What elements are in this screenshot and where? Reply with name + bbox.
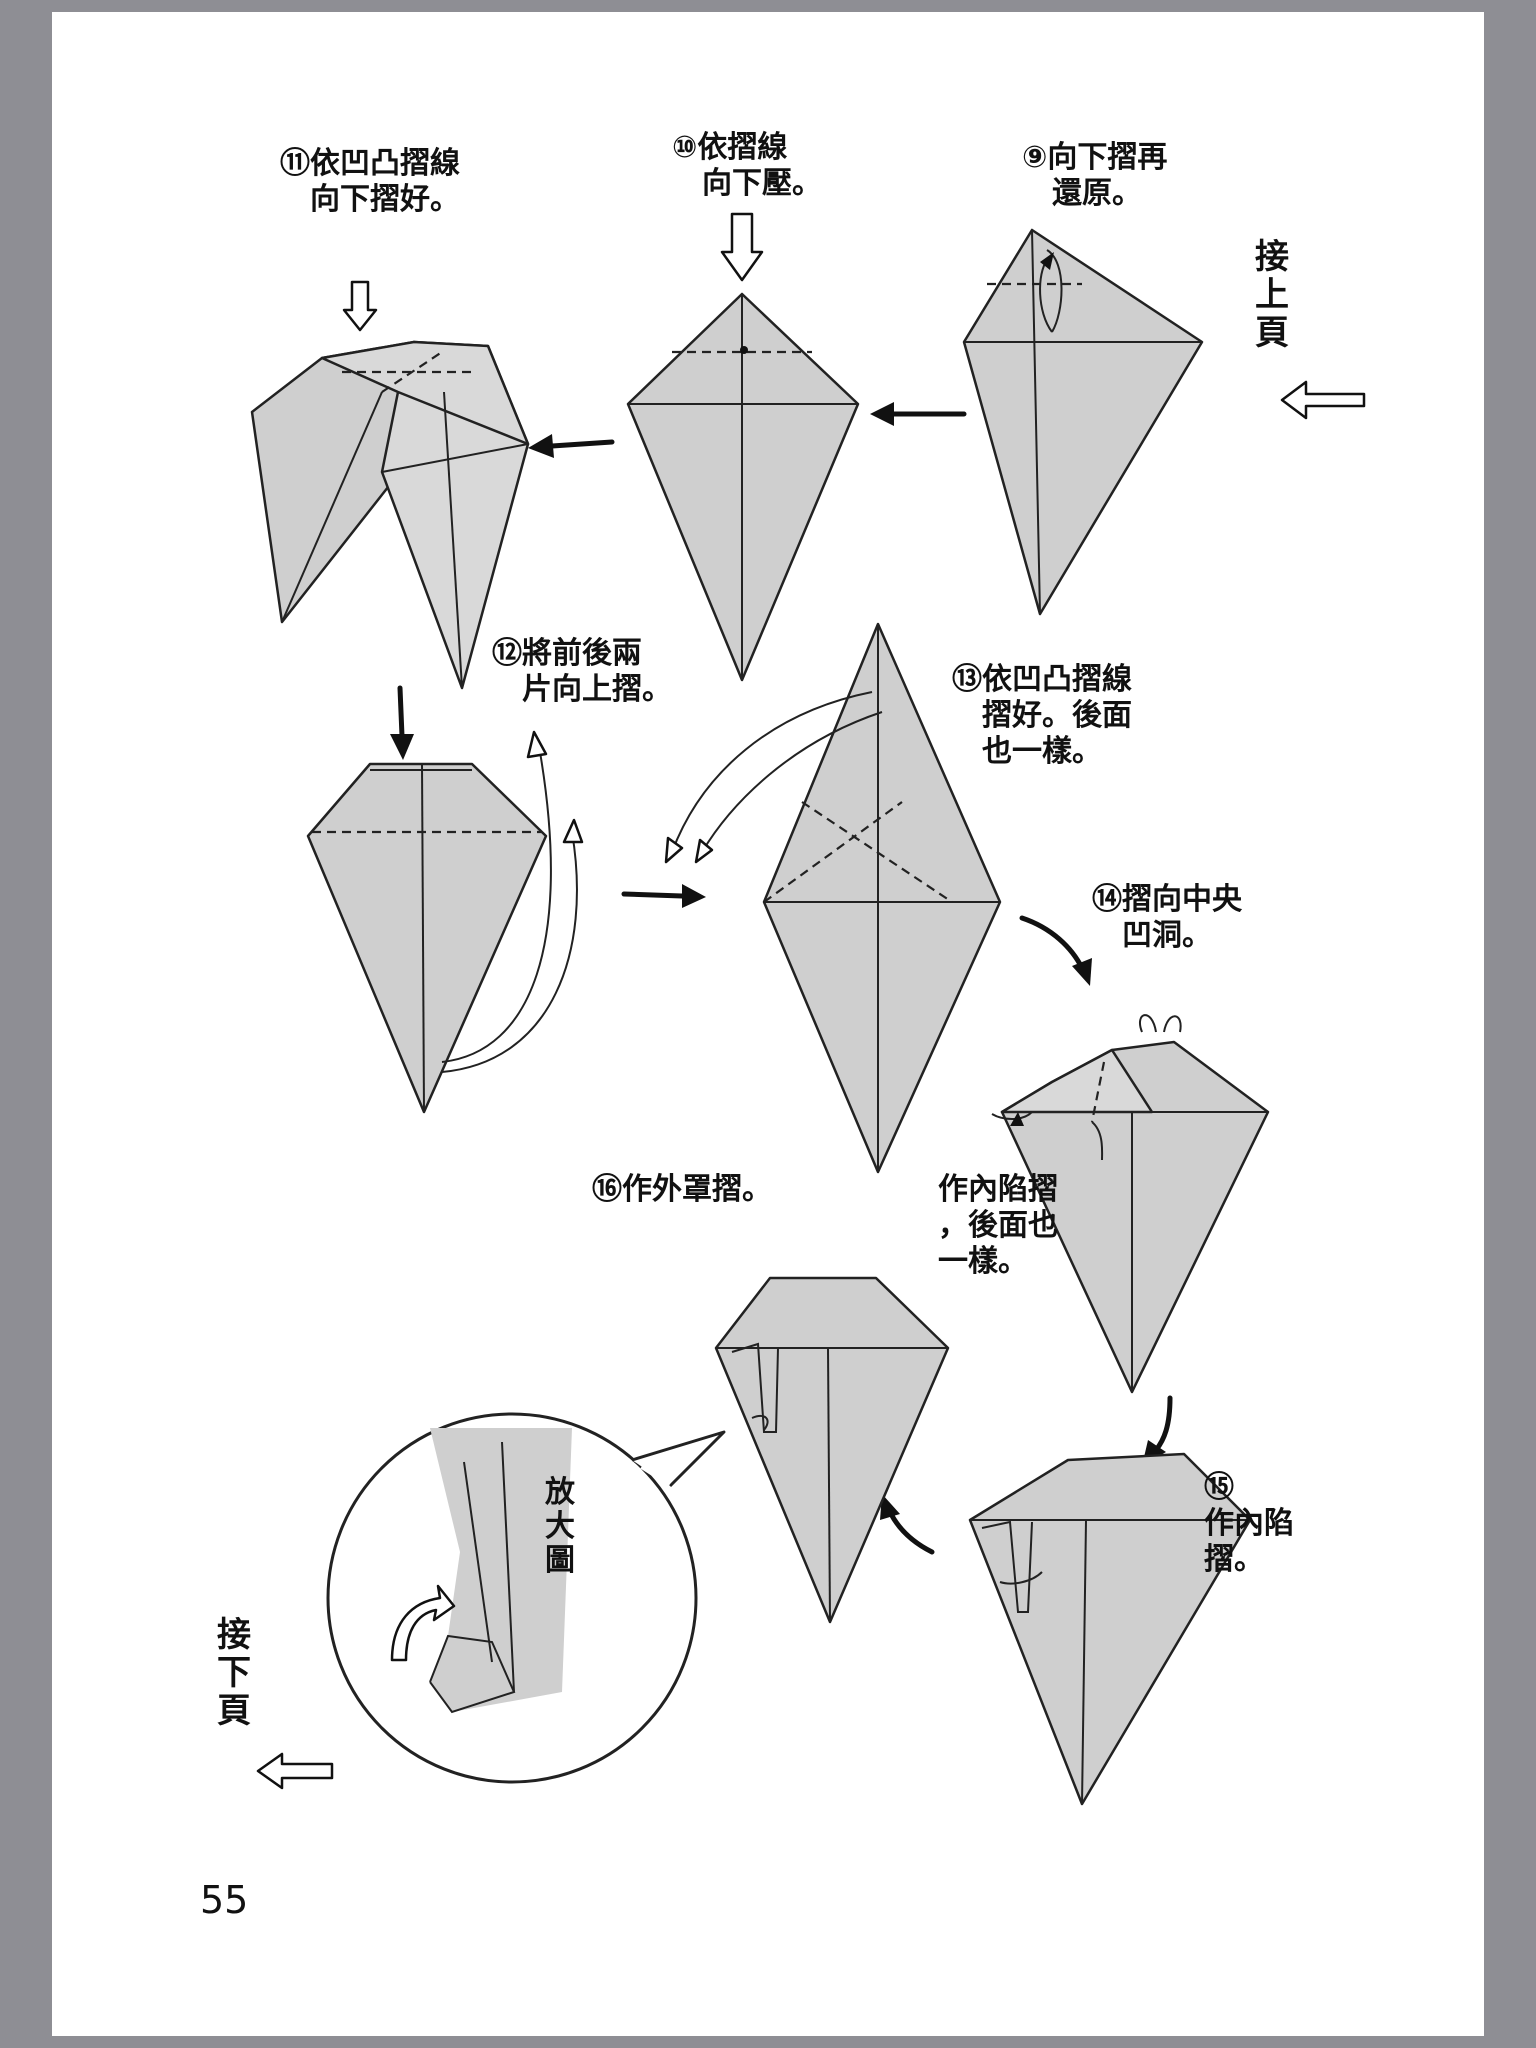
step-15-figure — [968, 1452, 1252, 1806]
step-13-figure — [664, 622, 1002, 1174]
hollow-arrow-down-icon — [720, 212, 764, 282]
continued-to-label: 接下頁 — [217, 1615, 251, 1731]
step-10-caption: ⑩依摺線 向下壓。 — [672, 130, 822, 201]
arrow-12-to-13 — [621, 884, 706, 908]
arrow-13-to-14 — [1019, 915, 1092, 986]
step-16-figure — [714, 1276, 950, 1624]
step-15-caption: ⑮ 作內陷 摺。 — [1204, 1470, 1294, 1577]
step-14-figure — [991, 1014, 1270, 1394]
zoom-circle — [326, 1412, 726, 1784]
step-13-caption: ⑬依凹凸摺線 摺好。後面 也一樣。 — [952, 662, 1132, 769]
step-14-caption: ⑭摺向中央 凹洞。 — [1092, 882, 1242, 953]
step-9-figure — [962, 228, 1204, 616]
zoom-label: 放大圖 — [545, 1475, 575, 1578]
step-10-figure — [626, 212, 860, 682]
step-9-caption: ⑨向下摺再 還原。 — [1022, 140, 1168, 211]
arrow-10-to-11 — [528, 434, 615, 458]
step-12-figure — [306, 730, 584, 1114]
continued-from-label: 接上頁 — [1255, 237, 1289, 353]
page-number: 55 — [200, 1878, 249, 1922]
step-16-caption: ⑯作外罩摺。 — [592, 1172, 772, 1207]
hollow-arrow-left-icon — [256, 1752, 334, 1790]
arrow-11-to-12 — [390, 685, 414, 760]
step-12-caption: ⑫將前後兩 片向上摺。 — [492, 636, 672, 707]
hollow-arrow-left-icon — [1280, 380, 1366, 420]
hollow-arrow-down-icon — [342, 280, 378, 332]
inner-fold-note: 作內陷摺 ，後面也 一樣。 — [938, 1172, 1058, 1279]
step-11-figure — [250, 280, 530, 690]
arrow-9-to-10 — [870, 402, 967, 426]
book-page: ⑨向下摺再 還原。 ⑩依摺線 向下壓。 ⑪依凹凸摺線 向下摺好。 ⑫將前後兩 片… — [52, 12, 1484, 2036]
origami-diagram — [250, 212, 1366, 1806]
step-11-caption: ⑪依凹凸摺線 向下摺好。 — [280, 146, 460, 217]
arrow-15-to-16 — [880, 1494, 935, 1555]
